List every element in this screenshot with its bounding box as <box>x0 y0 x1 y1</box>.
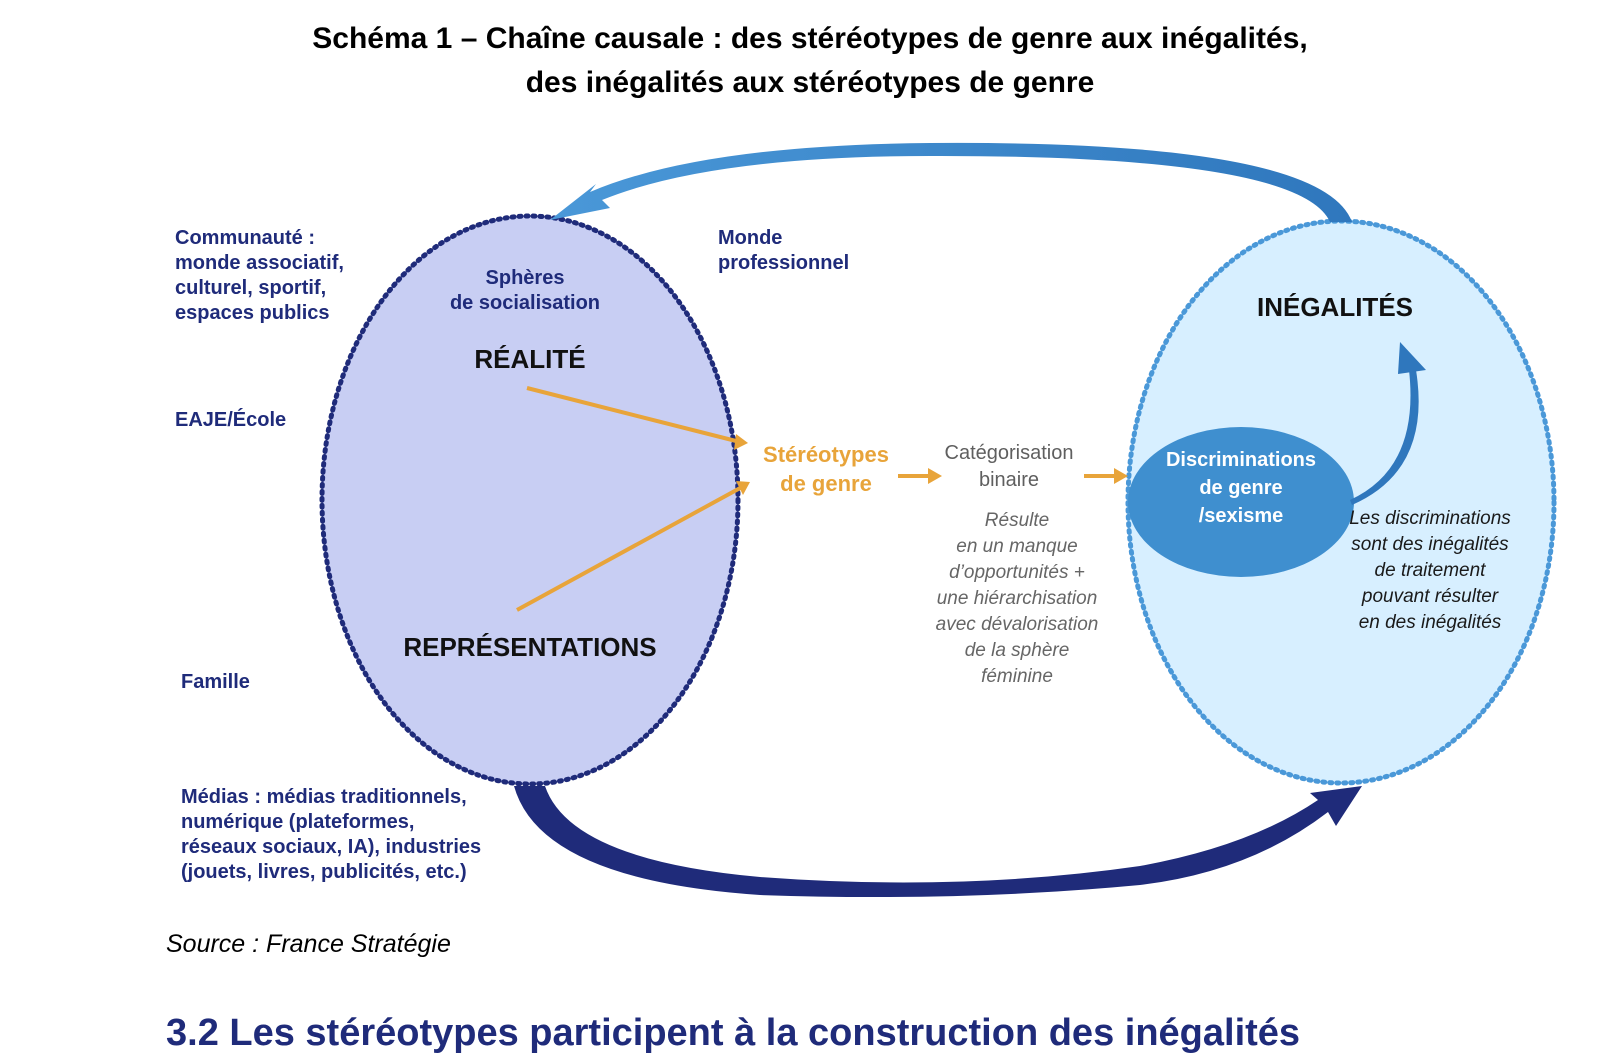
stereotypes-de-genre-label: Stéréotypes de genre <box>763 442 889 496</box>
realite-arrow-head <box>734 434 748 450</box>
bottom-arrow <box>514 786 1362 898</box>
stereotypes-to-categorisation-head <box>928 468 942 484</box>
inegalites-label: INÉGALITÉS <box>1256 292 1413 322</box>
representations-arrow-head <box>736 481 750 495</box>
causal-chain-diagram <box>319 142 1557 898</box>
categorisation-to-discriminations-head <box>1114 468 1128 484</box>
categorisation-binaire-label: Catégorisation binaire <box>944 442 1074 491</box>
spheres-socialisation-label: Sphères de socialisation <box>449 267 601 314</box>
discriminations-note: Les discriminations sont des inégalités … <box>1349 508 1511 633</box>
discriminations-label: Discriminations de genre /sexisme <box>1165 449 1317 527</box>
monde-professionnel-label: Monde professionnel <box>718 227 850 274</box>
communaute-label: Communauté : monde associatif, culturel,… <box>175 227 344 324</box>
source-note: Source : France Stratégie <box>166 930 451 958</box>
diagram-title-line-1: Schéma 1 – Chaîne causale : des stéréoty… <box>312 22 1308 55</box>
representations-label: REPRÉSENTATIONS <box>403 632 657 662</box>
top-feedback-arrow <box>550 142 1352 222</box>
diagram-title-line-2: des inégalités aux stéréotypes de genre <box>525 66 1095 99</box>
medias-label: Médias : médias traditionnels, numérique… <box>181 786 482 883</box>
eaje-ecole-label: EAJE/École <box>175 409 287 431</box>
realite-arrow-line <box>526 386 741 444</box>
next-section-heading: 3.2 Les stéréotypes participent à la con… <box>166 1012 1301 1054</box>
representations-arrow-line <box>516 485 743 612</box>
discriminations-to-inegalites-head <box>1398 342 1426 374</box>
socialisation-ellipse <box>319 213 741 787</box>
discriminations-to-inegalites-arrow <box>1350 370 1419 505</box>
resulte-note: Résulte en un manque d’opportunités + un… <box>935 510 1099 687</box>
discriminations-circle <box>1128 427 1354 577</box>
realite-label: RÉALITÉ <box>474 344 586 374</box>
famille-label: Famille <box>181 671 250 693</box>
